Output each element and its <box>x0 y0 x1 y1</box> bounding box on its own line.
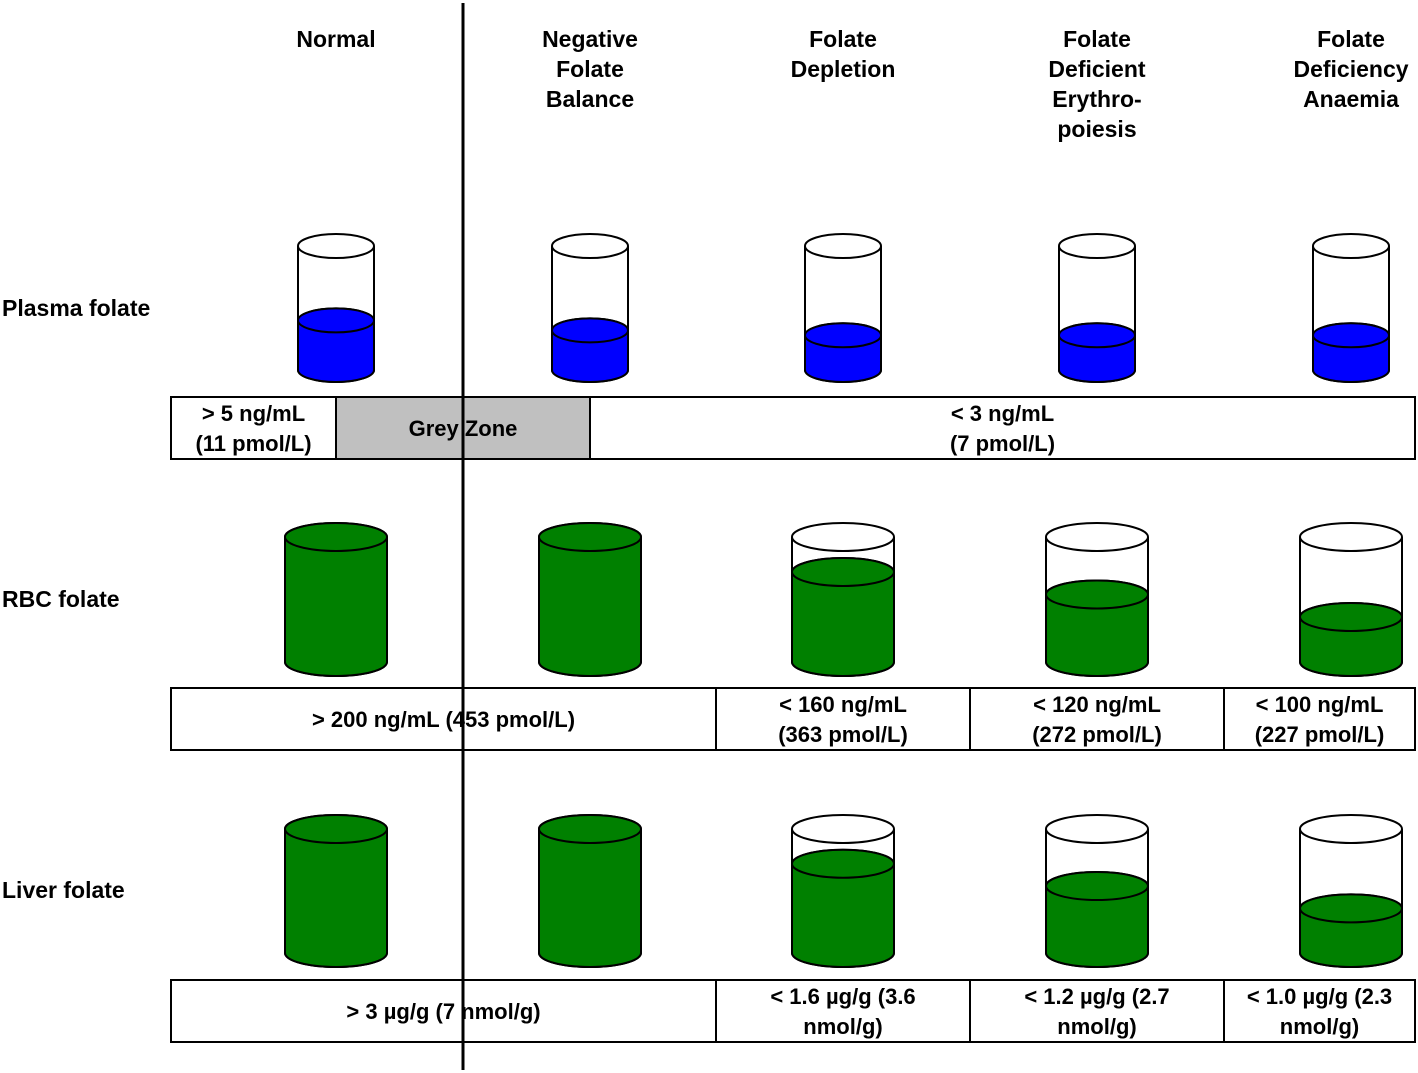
value-box-text: > 5 ng/mL (11 pmol/L) <box>195 401 311 456</box>
cylinder-rim <box>297 233 375 259</box>
cylinder-rim <box>1299 814 1403 844</box>
value-box-line: nmol/g) <box>1280 1014 1359 1039</box>
value-box <box>1223 687 1416 751</box>
value-box-line: (7 pmol/L) <box>950 431 1055 456</box>
value-box <box>589 396 1416 460</box>
cylinder-rim <box>791 814 895 844</box>
folate-cylinder <box>284 814 388 968</box>
folate-cylinder <box>804 233 882 383</box>
folate-cylinder <box>1045 522 1149 677</box>
stage-heading-line: Normal <box>296 26 375 52</box>
value-box-line: < 3 ng/mL <box>951 401 1054 426</box>
stage-heading: Normal <box>296 26 375 52</box>
stage-heading-line: Balance <box>546 86 634 112</box>
cylinder-rim <box>1045 522 1149 552</box>
folate-cylinder <box>1299 522 1403 677</box>
value-box-line: < 1.0 µg/g (2.3 <box>1247 984 1392 1009</box>
row-label: RBC folate <box>2 586 120 612</box>
value-box-line: (363 pmol/L) <box>778 722 908 747</box>
value-box <box>1223 979 1416 1043</box>
value-box-text: < 100 ng/mL (227 pmol/L) <box>1255 692 1385 747</box>
value-box <box>715 687 971 751</box>
value-box-line: > 3 µg/g (7 nmol/g) <box>346 999 540 1024</box>
value-box-line: nmol/g) <box>1057 1014 1136 1039</box>
cylinder-rim <box>1058 233 1136 259</box>
folate-cylinder <box>791 814 895 968</box>
liquid-surface <box>791 557 895 587</box>
folate-cylinder <box>1299 814 1403 968</box>
cylinder-rim <box>551 233 629 259</box>
value-box-text: < 3 ng/mL (7 pmol/L) <box>950 401 1055 456</box>
liquid-surface <box>791 848 895 879</box>
value-box-line: > 5 ng/mL <box>202 401 305 426</box>
stage-heading-line: Depletion <box>791 56 896 82</box>
value-box <box>170 687 717 751</box>
liquid-surface <box>804 322 882 349</box>
value-box-text: < 1.0 µg/g (2.3 nmol/g) <box>1247 984 1392 1039</box>
folate-cylinder <box>1058 233 1136 383</box>
row-label: Plasma folate <box>2 295 150 321</box>
liquid-surface <box>538 522 642 552</box>
folate-cylinder <box>297 233 375 383</box>
liquid-surface <box>284 522 388 552</box>
value-box-line: < 100 ng/mL <box>1256 692 1384 717</box>
folate-cylinder <box>538 814 642 968</box>
folate-cylinder <box>1045 814 1149 968</box>
folate-cylinder <box>538 522 642 677</box>
folate-cylinder <box>791 522 895 677</box>
liquid-surface <box>1045 579 1149 610</box>
liquid-surface <box>1299 893 1403 924</box>
stage-heading-line: Deficient <box>1048 56 1145 82</box>
value-box-text: < 160 ng/mL (363 pmol/L) <box>778 692 908 747</box>
value-box <box>969 687 1225 751</box>
stage-heading-line: Deficiency <box>1293 56 1408 82</box>
value-box-line: < 160 ng/mL <box>779 692 907 717</box>
cylinder-rim <box>804 233 882 259</box>
stage-heading-line: poiesis <box>1057 116 1136 142</box>
stage-heading-line: Folate <box>809 26 877 52</box>
value-box-line: < 1.6 µg/g (3.6 <box>770 984 915 1009</box>
cylinder-rim <box>1312 233 1390 259</box>
value-box-text: < 120 ng/mL (272 pmol/L) <box>1032 692 1162 747</box>
liquid-surface <box>284 814 388 844</box>
row-label: Liver folate <box>2 877 125 903</box>
stage-heading-line: Folate <box>1317 26 1385 52</box>
liquid-surface <box>538 814 642 844</box>
value-box-line: < 1.2 µg/g (2.7 <box>1024 984 1169 1009</box>
value-box-text: > 3 µg/g (7 nmol/g) <box>346 999 540 1024</box>
liquid-surface <box>1045 871 1149 902</box>
value-box-line: > 200 ng/mL (453 pmol/L) <box>312 707 575 732</box>
stage-heading-line: Folate <box>1063 26 1131 52</box>
value-box <box>170 979 717 1043</box>
value-box-line: (11 pmol/L) <box>195 431 311 456</box>
value-box-text: > 200 ng/mL (453 pmol/L) <box>312 707 575 732</box>
liquid-surface <box>1299 602 1403 632</box>
folate-cylinder <box>1312 233 1390 383</box>
value-box-line: nmol/g) <box>803 1014 882 1039</box>
value-box <box>715 979 971 1043</box>
stage-heading-line: Erythro- <box>1052 86 1141 112</box>
folate-cylinder <box>284 522 388 677</box>
value-box-line: (227 pmol/L) <box>1255 722 1385 747</box>
liquid-surface <box>297 307 375 334</box>
value-box-line: (272 pmol/L) <box>1032 722 1162 747</box>
stage-heading-line: Folate <box>556 56 624 82</box>
value-box-text: < 1.2 µg/g (2.7 nmol/g) <box>1024 984 1169 1039</box>
stage-heading-line: Negative <box>542 26 638 52</box>
value-box-line: < 120 ng/mL <box>1033 692 1161 717</box>
liquid-surface <box>1312 322 1390 349</box>
value-box-text: < 1.6 µg/g (3.6 nmol/g) <box>770 984 915 1039</box>
liquid-surface <box>1058 322 1136 349</box>
liquid-surface <box>551 317 629 344</box>
stage-heading-line: Anaemia <box>1303 86 1399 112</box>
cylinder-rim <box>1299 522 1403 552</box>
folate-cylinder <box>551 233 629 383</box>
cylinder-rim <box>1045 814 1149 844</box>
cylinder-rim <box>791 522 895 552</box>
